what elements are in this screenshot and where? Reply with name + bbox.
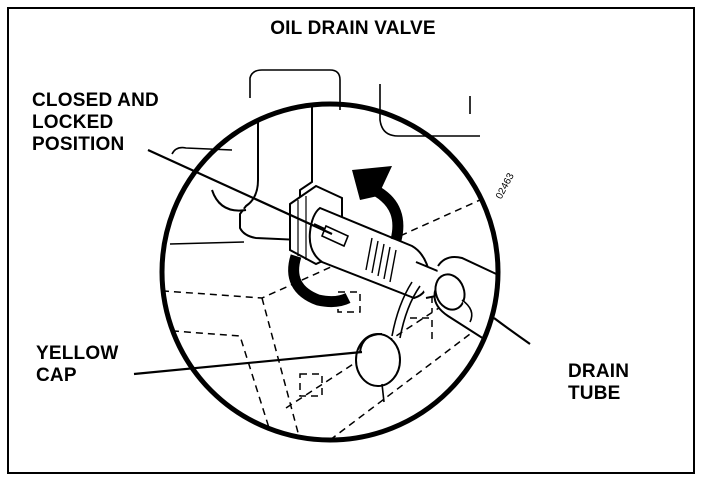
label-line: YELLOW (36, 343, 119, 364)
arrow-head-top (352, 166, 392, 200)
valve-cylinder (308, 206, 432, 300)
yellow-cap-shape (355, 281, 421, 403)
label-line: POSITION (32, 134, 125, 155)
label-yellow-cap: YELLOW CAP (36, 343, 118, 387)
magnifier-circle (159, 101, 501, 443)
engine-outline (169, 69, 480, 245)
label-line: CLOSED AND (32, 90, 159, 111)
label-line: TUBE (568, 383, 621, 404)
label-line: CAP (36, 365, 77, 386)
rotation-arrows (288, 187, 404, 308)
label-line: LOCKED (32, 112, 114, 133)
label-drain-tube: DRAIN TUBE (568, 361, 629, 405)
label-closed-locked-position: CLOSED AND LOCKED POSITION (32, 90, 159, 156)
label-line: DRAIN (568, 361, 630, 382)
figure-title: OIL DRAIN VALVE (270, 18, 436, 39)
leader-lines (133, 148, 531, 376)
